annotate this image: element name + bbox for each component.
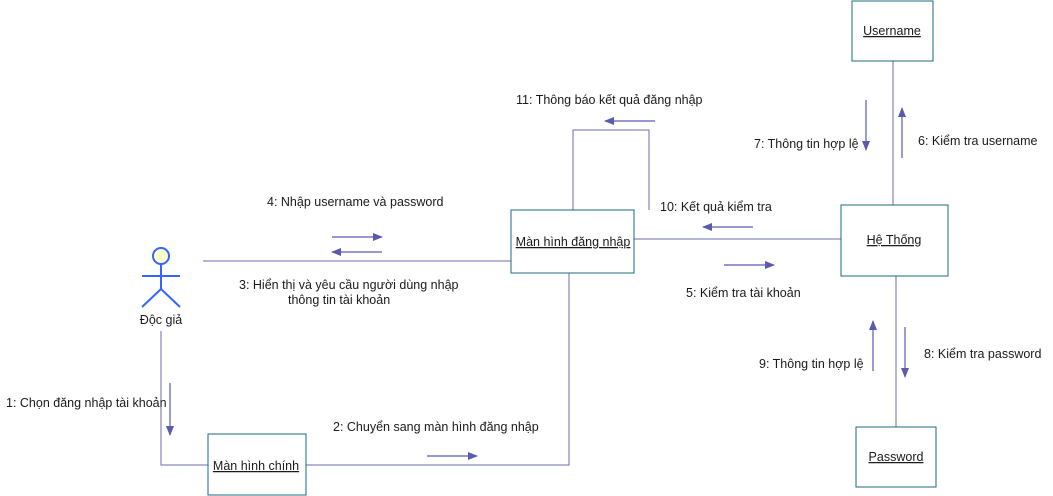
message-11-label: 11: Thông báo kết quả đăng nhập (516, 93, 703, 107)
message-6-label: 6: Kiểm tra username (918, 134, 1038, 148)
object-system-box (840, 204, 949, 277)
message-5-label: 5: Kiểm tra tài khoản (686, 286, 801, 300)
link-main-login (306, 273, 570, 466)
message-3-label-line1: 3: Hiển thị và yêu cầu người dùng nhập (239, 278, 459, 292)
link-actor-main (160, 331, 208, 466)
object-login-screen-box (510, 209, 635, 274)
object-username-label: Username (863, 24, 921, 38)
object-main-screen-box (207, 433, 307, 496)
message-8-label: 8: Kiểm tra password (924, 347, 1041, 361)
object-main-screen-label: Màn hình chính (213, 459, 299, 473)
object-password-label: Password (869, 450, 924, 464)
object-password-box (855, 426, 937, 488)
actor-label: Độc giả (140, 313, 182, 327)
object-login-screen-label: Màn hình đăng nhập (516, 235, 631, 249)
message-1-label: 1: Chọn đăng nhập tài khoản (6, 396, 167, 410)
message-2-label: 2: Chuyển sang màn hình đăng nhập (333, 420, 539, 434)
object-username-box (851, 0, 934, 62)
message-3-label-line2: thông tin tài khoản (288, 293, 390, 307)
actor-icon (141, 247, 181, 308)
message-10-label: 10: Kết quả kiểm tra (660, 200, 772, 214)
object-system-label: Hệ Thống (867, 233, 922, 247)
message-9-label: 9: Thông tin hợp lệ (759, 357, 864, 371)
message-7-label: 7: Thông tin hợp lệ (754, 137, 859, 151)
link-login-self (572, 129, 650, 210)
message-4-label: 4: Nhập username và password (267, 195, 444, 209)
